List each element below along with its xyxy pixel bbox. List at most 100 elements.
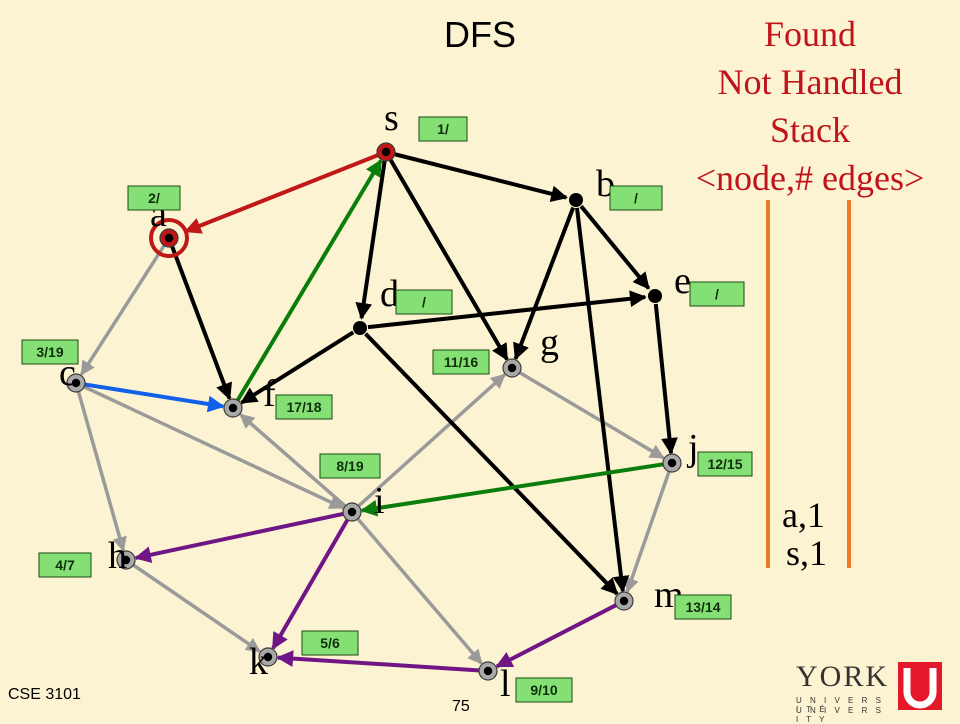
node-e	[648, 289, 662, 303]
node-core-m	[619, 596, 629, 606]
nodes-layer	[66, 142, 682, 681]
edge-g-j	[518, 370, 665, 460]
edge-l-k	[276, 650, 481, 673]
timestamp-bg-e	[689, 281, 745, 307]
york-logo-word: YORK	[796, 660, 890, 693]
legend-node-edges: <node,# edges>	[695, 158, 925, 198]
edge-a-c	[79, 243, 167, 376]
edge-s-a	[184, 153, 380, 234]
node-label-f: f	[263, 373, 276, 415]
timestamp-bg-d	[395, 289, 453, 315]
timestamp-i: 8/19	[336, 458, 363, 474]
edge-s-g	[388, 157, 509, 361]
node-label-d: d	[380, 273, 399, 315]
node-label-l: l	[500, 663, 511, 705]
timestamp-k: 5/6	[320, 635, 340, 651]
node-j	[662, 453, 682, 473]
node-label-e: e	[674, 260, 691, 302]
timestamp-box-a: 2/	[127, 185, 181, 211]
node-label-k: k	[249, 641, 268, 683]
timestamp-bg-c	[21, 339, 79, 365]
edge-i-g	[356, 373, 506, 508]
timestamp-box-j: 12/15	[697, 451, 753, 477]
node-core-l	[483, 666, 493, 676]
timestamp-bg-i	[319, 453, 381, 479]
timestamp-a: 2/	[148, 190, 160, 206]
stack-entry-a: a,1	[782, 495, 825, 535]
node-d	[353, 321, 367, 335]
node-i	[342, 502, 362, 522]
edge-d-f	[240, 330, 355, 405]
timestamp-bg-g	[432, 349, 490, 375]
node-core-i	[347, 507, 357, 517]
edge-j-m	[624, 470, 672, 593]
legend-found: Found	[763, 14, 857, 54]
timestamp-f: 17/18	[286, 399, 321, 415]
node-a	[149, 218, 189, 258]
timestamp-box-g: 11/16	[432, 349, 490, 375]
timestamp-g: 11/16	[444, 354, 478, 370]
node-label-h: h	[108, 535, 127, 577]
timestamp-bg-m	[674, 594, 732, 620]
course-code: CSE 3101	[8, 686, 81, 703]
edge-b-e	[579, 204, 651, 290]
timestamp-bg-k	[301, 630, 359, 656]
timestamp-bg-a	[127, 185, 181, 211]
timestamp-bg-h	[38, 552, 92, 578]
edge-d-e	[367, 290, 647, 330]
node-label-s: s	[384, 97, 399, 139]
timestamp-l: 9/10	[530, 682, 557, 698]
edge-m-l	[495, 602, 618, 669]
edge-c-i	[82, 384, 345, 510]
node-dot-b	[569, 193, 583, 207]
timestamp-box-e: /	[689, 281, 745, 307]
page-number: 75	[452, 698, 470, 715]
node-g	[502, 358, 522, 378]
stack-entry-s: s,1	[786, 533, 828, 573]
edge-j-i	[360, 462, 665, 517]
timestamp-c: 3/19	[36, 344, 63, 360]
timestamp-box-h: 4/7	[38, 552, 92, 578]
edges-layer	[76, 152, 678, 673]
node-core-j	[667, 458, 677, 468]
node-m	[614, 591, 634, 611]
timestamp-box-s: 1/	[418, 116, 468, 142]
timestamp-bg-b	[609, 185, 663, 211]
timestamp-box-m: 13/14	[674, 594, 732, 620]
node-s	[376, 142, 396, 162]
timestamp-h: 4/7	[55, 557, 75, 573]
york-u-icon	[898, 662, 942, 710]
edge-i-k	[271, 517, 350, 650]
timestamp-box-l: 9/10	[515, 677, 573, 703]
edge-i-f	[239, 413, 348, 509]
node-dot-e	[648, 289, 662, 303]
timestamp-bg-j	[697, 451, 753, 477]
edge-s-d	[355, 159, 387, 320]
timestamp-bg-f	[275, 394, 333, 420]
timestamp-box-f: 17/18	[275, 394, 333, 420]
timestamp-box-b: /	[609, 185, 663, 211]
legend-block: Found Not Handled Stack <node,# edges>	[680, 10, 940, 202]
node-b	[569, 193, 583, 207]
timestamp-m: 13/14	[685, 599, 720, 615]
node-label-i: i	[374, 480, 385, 522]
timestamp-bg-l	[515, 677, 573, 703]
node-label-g: g	[540, 322, 559, 364]
timestamp-s: 1/	[437, 121, 449, 137]
node-label-j: j	[686, 427, 699, 469]
node-core-h	[121, 555, 131, 565]
node-core-k	[263, 652, 273, 662]
edge-e-j	[653, 303, 678, 455]
edge-i-l	[355, 516, 483, 665]
node-core-c	[71, 378, 81, 388]
node-l	[478, 661, 498, 681]
edge-a-f	[169, 244, 233, 401]
edge-c-h	[76, 390, 127, 552]
node-k	[258, 647, 278, 667]
edge-d-m	[364, 332, 619, 596]
timestamp-box-i: 8/19	[319, 453, 381, 479]
timestamp-d: /	[422, 294, 426, 310]
edge-h-k	[131, 563, 261, 653]
